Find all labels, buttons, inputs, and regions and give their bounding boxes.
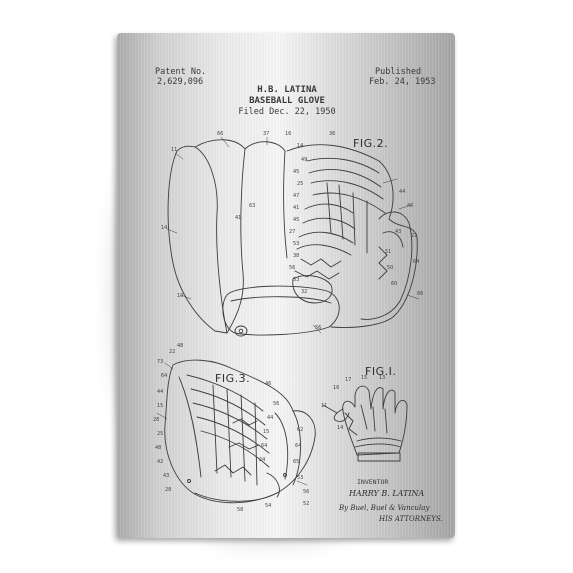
svg-text:56: 56 bbox=[273, 401, 279, 407]
svg-text:51: 51 bbox=[385, 249, 391, 255]
svg-text:46: 46 bbox=[407, 203, 413, 209]
svg-text:16: 16 bbox=[285, 131, 291, 137]
inventor-signature: HARRY B. LATINA bbox=[349, 489, 425, 498]
filed-date: Filed Dec. 22, 1950 bbox=[238, 107, 336, 117]
svg-text:50: 50 bbox=[387, 265, 393, 271]
svg-text:66: 66 bbox=[217, 131, 223, 137]
svg-text:14: 14 bbox=[161, 225, 167, 231]
fig3-glove-drawing bbox=[164, 359, 316, 504]
svg-text:44: 44 bbox=[399, 189, 405, 195]
svg-text:58: 58 bbox=[237, 507, 243, 513]
metal-print-plate: Patent No. 2,629,096 Published Feb. 24, … bbox=[117, 33, 455, 538]
attorneys-label: HIS ATTORNEYS. bbox=[379, 515, 443, 523]
svg-text:52: 52 bbox=[303, 501, 309, 507]
svg-text:73: 73 bbox=[157, 359, 163, 365]
svg-text:11: 11 bbox=[321, 403, 327, 409]
svg-text:27: 27 bbox=[289, 229, 295, 235]
svg-text:17: 17 bbox=[345, 377, 351, 383]
svg-text:25: 25 bbox=[157, 431, 163, 437]
svg-text:44: 44 bbox=[267, 415, 273, 421]
svg-text:38: 38 bbox=[293, 253, 299, 259]
svg-text:64: 64 bbox=[295, 443, 301, 449]
svg-text:47: 47 bbox=[293, 193, 299, 199]
svg-text:36: 36 bbox=[329, 131, 335, 137]
patent-title: BASEBALL GLOVE bbox=[249, 96, 325, 106]
svg-text:11: 11 bbox=[171, 147, 177, 153]
svg-text:64: 64 bbox=[261, 443, 267, 449]
svg-text:43: 43 bbox=[163, 473, 169, 479]
svg-text:66: 66 bbox=[417, 291, 423, 297]
svg-text:60: 60 bbox=[391, 281, 397, 287]
svg-text:28: 28 bbox=[165, 487, 171, 493]
svg-text:64: 64 bbox=[413, 259, 419, 265]
svg-text:48: 48 bbox=[177, 343, 183, 349]
svg-text:53: 53 bbox=[293, 277, 299, 283]
svg-text:24: 24 bbox=[259, 457, 265, 463]
svg-text:28: 28 bbox=[153, 417, 159, 423]
reference-leader-lines bbox=[156, 136, 420, 486]
svg-text:15: 15 bbox=[361, 375, 367, 381]
svg-text:22: 22 bbox=[411, 233, 417, 239]
published-label: Published bbox=[375, 67, 422, 77]
svg-text:15: 15 bbox=[157, 403, 163, 409]
svg-text:44: 44 bbox=[157, 389, 163, 395]
svg-text:56: 56 bbox=[315, 325, 321, 331]
svg-text:14: 14 bbox=[337, 425, 343, 431]
svg-text:25: 25 bbox=[297, 181, 303, 187]
svg-text:56: 56 bbox=[289, 265, 295, 271]
svg-text:41: 41 bbox=[235, 215, 241, 221]
svg-text:22: 22 bbox=[169, 349, 175, 355]
svg-text:13: 13 bbox=[379, 375, 385, 381]
svg-text:42: 42 bbox=[157, 459, 163, 465]
attorneys-signature: By Buel, Buel & Vanculay bbox=[339, 504, 430, 512]
svg-text:15: 15 bbox=[263, 429, 269, 435]
svg-text:64: 64 bbox=[161, 373, 167, 379]
svg-text:32: 32 bbox=[301, 289, 307, 295]
svg-text:14: 14 bbox=[297, 143, 303, 149]
svg-text:46: 46 bbox=[265, 381, 271, 387]
svg-text:16: 16 bbox=[333, 385, 339, 391]
fig2-label: FIG.2. bbox=[353, 137, 389, 150]
patent-label: Patent No. bbox=[155, 67, 207, 77]
svg-text:65: 65 bbox=[293, 459, 299, 465]
fig3-label: FIG.3. bbox=[215, 372, 251, 385]
svg-text:43: 43 bbox=[395, 229, 401, 235]
svg-text:63: 63 bbox=[249, 203, 255, 209]
inventor-label: INVENTOR bbox=[357, 478, 389, 486]
fig2-glove-drawing bbox=[167, 139, 418, 337]
fig1-glove-drawing bbox=[322, 385, 408, 462]
published-date: Feb. 24, 1953 bbox=[369, 77, 436, 87]
svg-text:41: 41 bbox=[293, 205, 299, 211]
svg-text:45: 45 bbox=[293, 169, 299, 175]
fig1-label: FIG.I. bbox=[365, 365, 397, 378]
svg-text:54: 54 bbox=[265, 503, 271, 509]
patent-number: 2,629,096 bbox=[157, 77, 204, 87]
svg-text:10: 10 bbox=[177, 293, 183, 299]
inventor-name-heading: H.B. LATINA bbox=[257, 85, 317, 95]
svg-text:45: 45 bbox=[293, 217, 299, 223]
svg-text:48: 48 bbox=[155, 445, 161, 451]
svg-text:49: 49 bbox=[301, 157, 307, 163]
svg-text:53: 53 bbox=[297, 475, 303, 481]
svg-text:62: 62 bbox=[297, 427, 303, 433]
svg-text:56: 56 bbox=[303, 489, 309, 495]
svg-text:37: 37 bbox=[263, 131, 269, 137]
svg-text:53: 53 bbox=[293, 241, 299, 247]
